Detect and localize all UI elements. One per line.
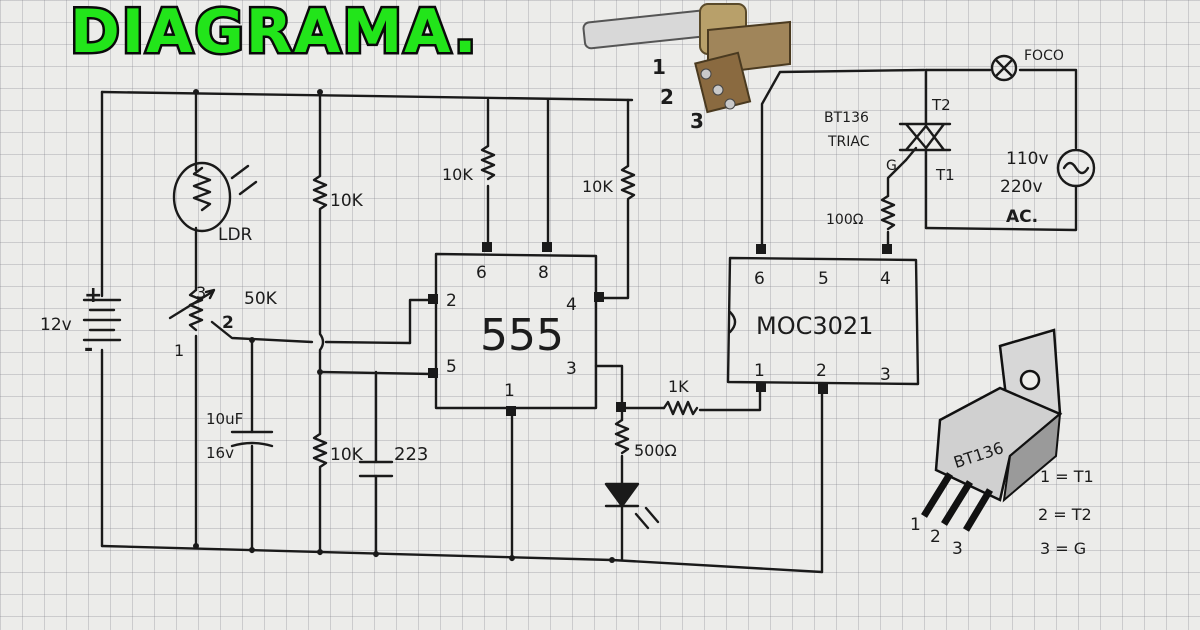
output-to-1k-wire — [620, 384, 762, 412]
resistor-10k-upper — [312, 174, 328, 211]
moc3021-body — [726, 256, 920, 386]
p555-pin1: 1 — [504, 381, 515, 401]
r10k-pin4-label: 10K — [582, 177, 613, 196]
resistor-100 — [880, 194, 896, 231]
pot-to-555-wire — [210, 320, 412, 345]
resistor-10k-lower — [312, 432, 328, 469]
p555-pin6: 6 — [476, 263, 487, 283]
triac-name: BT136 — [824, 110, 869, 126]
triac-gate — [904, 146, 918, 162]
ic-555-body — [434, 252, 598, 410]
pin-legend-2: 2 = T2 — [1038, 505, 1092, 524]
ac-source-symbol — [1056, 148, 1096, 188]
pot-photo-pin3: 3 — [690, 109, 704, 133]
triac-g: G — [886, 158, 897, 174]
cap-223-label: 223 — [394, 444, 428, 465]
cap-10uf-value: 10uF — [206, 410, 243, 428]
package-pin1: 1 — [910, 515, 921, 535]
pin4-wire — [598, 98, 630, 300]
potentiometer-wiper — [168, 288, 216, 320]
r10k-lower-label: 10K — [330, 445, 364, 465]
ac-220: 220v — [1000, 177, 1043, 197]
battery-symbol — [82, 298, 122, 342]
p555-pin3: 3 — [566, 359, 577, 379]
p555-pin8: 8 — [538, 263, 549, 283]
resistor-10k-pin6 — [480, 144, 496, 181]
resistor-1k — [662, 400, 699, 416]
led-symbol — [604, 482, 640, 508]
triac-t2: T2 — [931, 96, 951, 114]
p555-pin2: 2 — [446, 291, 457, 311]
triac-type: TRIAC — [827, 134, 870, 150]
ic-555-label: 555 — [480, 310, 564, 361]
potentiometer-symbol — [188, 288, 204, 332]
ldr-symbol — [172, 161, 232, 233]
moc-pin6-wire — [760, 68, 926, 252]
moc-pin6: 6 — [754, 269, 765, 289]
p555-pin4: 4 — [566, 295, 577, 315]
r500-label: 500Ω — [634, 441, 677, 460]
moc-pin3: 3 — [880, 365, 891, 385]
package-pin3: 3 — [952, 539, 963, 559]
pot-pin3-label: 3 — [196, 283, 206, 302]
r1k-label: 1K — [668, 377, 689, 396]
pot-pin1-label: 1 — [174, 341, 184, 360]
p555-pin5: 5 — [446, 357, 457, 377]
divider-wire — [318, 90, 325, 556]
moc-pin1: 1 — [754, 361, 765, 381]
battery-minus: - — [84, 337, 93, 362]
battery-plus: + — [84, 283, 102, 308]
cap-10uf-voltage: 16v — [206, 444, 234, 462]
moc-pin4: 4 — [880, 269, 891, 289]
pot-photo-pin2: 2 — [660, 85, 674, 109]
pot-pin2-label: 2 — [222, 313, 234, 333]
potentiometer-photo — [582, 3, 791, 114]
ldr-light-arrows — [230, 164, 258, 196]
cap-223-symbol — [358, 460, 394, 478]
ac-wire — [924, 68, 1078, 232]
top-rail-wire — [100, 90, 634, 102]
pin-legend-1: 1 = T1 — [1040, 467, 1094, 486]
pot-photo-pin1: 1 — [652, 55, 666, 79]
lamp-symbol — [990, 54, 1018, 82]
ac-110: 110v — [1006, 149, 1049, 169]
package-pin2: 2 — [930, 527, 941, 547]
cap-10uf-symbol — [230, 430, 274, 448]
ldr-label: LDR — [218, 225, 253, 245]
led-light-arrows — [634, 506, 660, 530]
r100-label: 100Ω — [826, 212, 864, 228]
triac-t1: T1 — [935, 166, 955, 184]
lamp-label: FOCO — [1024, 48, 1064, 64]
resistor-500 — [614, 418, 630, 455]
resistor-10k-pin4 — [620, 164, 636, 201]
r10k-upper-label: 10K — [330, 191, 364, 211]
r10k-pin6-label: 10K — [442, 165, 473, 184]
pin3-wire — [594, 364, 624, 410]
battery-label: 12v — [40, 315, 72, 335]
moc3021-label: MOC3021 — [756, 312, 873, 340]
pin2-wire — [408, 298, 434, 345]
moc-pin5: 5 — [818, 269, 829, 289]
moc3021-notch — [728, 310, 737, 334]
moc-pin2: 2 — [816, 361, 827, 381]
bt136-package — [921, 328, 1063, 532]
bottom-rail-wire — [100, 544, 824, 574]
pot-label: 50K — [244, 289, 278, 309]
pin-legend-3: 3 = G — [1040, 539, 1086, 558]
diagram-title: DIAGRAMA. — [70, 0, 479, 67]
pin-pads — [193, 89, 892, 563]
triac-symbol — [898, 68, 952, 230]
ac-label: AC. — [1006, 207, 1038, 227]
